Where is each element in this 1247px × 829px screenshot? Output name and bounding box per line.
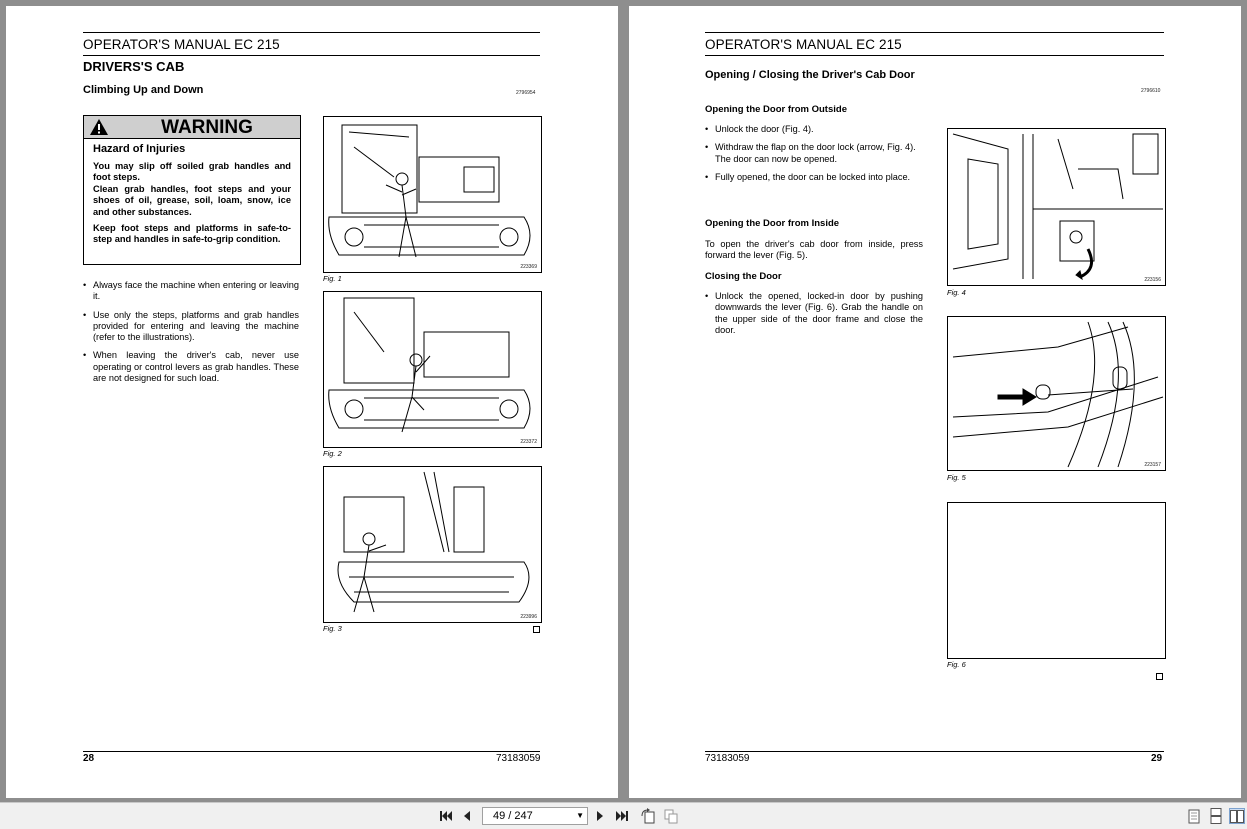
subsection-title: Climbing Up and Down xyxy=(83,84,204,96)
last-page-icon xyxy=(616,811,628,821)
subsection-title: Opening the Door from Outside xyxy=(705,104,847,115)
page-number: 29 xyxy=(1151,753,1163,764)
figure-4: 223156 xyxy=(947,128,1166,286)
next-page-button[interactable] xyxy=(592,808,608,824)
header-rule xyxy=(83,32,540,33)
doc-number: 73183059 xyxy=(496,753,541,764)
copy-icon xyxy=(664,809,678,824)
figure-6 xyxy=(947,502,1166,659)
warning-paragraph: Keep foot steps and platforms in safe-to… xyxy=(93,223,291,245)
first-page-icon xyxy=(440,811,452,821)
page-number: 28 xyxy=(83,753,95,764)
warning-paragraph: You may slip off soiled grab handles and… xyxy=(93,161,291,217)
figure-caption: Fig. 1 xyxy=(323,274,342,283)
footer-rule xyxy=(705,751,1164,752)
facing-pages-icon xyxy=(1230,809,1244,823)
figure-5: 223157 xyxy=(947,316,1166,471)
figure-number: 223157 xyxy=(1144,462,1161,468)
figure-number: 223156 xyxy=(1144,277,1161,283)
door-lock-outside-illustration xyxy=(952,133,1163,281)
single-page-view-button[interactable] xyxy=(1186,808,1202,824)
list-item: Use only the steps, platforms and grab h… xyxy=(83,310,299,344)
subsection-title: Opening the Door from Inside xyxy=(705,218,840,229)
excavator-climb-illustration xyxy=(328,124,531,258)
list-item: Fully opened, the door can be locked int… xyxy=(705,172,923,184)
viewer-toolbar: 49 / 247 ▼ xyxy=(0,802,1247,829)
figure-1: 223369 xyxy=(323,116,542,273)
prev-page-button[interactable] xyxy=(459,808,475,824)
doc-ref: 2796954 xyxy=(516,90,536,96)
page-number-field[interactable]: 49 / 247 ▼ xyxy=(482,807,588,825)
first-page-button[interactable] xyxy=(438,808,454,824)
figure-number: 223996 xyxy=(520,614,537,620)
figure-number: 223369 xyxy=(520,264,537,270)
next-page-icon xyxy=(597,811,603,821)
rotate-icon xyxy=(641,808,655,824)
doc-number: 73183059 xyxy=(705,753,750,764)
chevron-down-icon[interactable]: ▼ xyxy=(576,811,584,820)
excavator-rear-illustration xyxy=(337,471,530,613)
single-page-icon xyxy=(1188,809,1200,823)
manual-header: OPERATOR'S MANUAL EC 215 xyxy=(83,37,280,52)
warning-header: WARNING xyxy=(84,116,300,139)
page-29: OPERATOR'S MANUAL EC 215 Opening / Closi… xyxy=(629,6,1241,798)
climbing-bullets: Always face the machine when entering or… xyxy=(83,280,299,391)
rotate-button[interactable] xyxy=(640,808,656,824)
list-item: Withdraw the flap on the door lock (arro… xyxy=(705,142,923,165)
figure-number: 223372 xyxy=(520,439,537,445)
door-lever-inside-illustration xyxy=(952,321,1164,468)
inside-paragraph: To open the driver's cab door from insid… xyxy=(705,239,923,261)
prev-page-icon xyxy=(464,811,470,821)
figure-caption: Fig. 6 xyxy=(947,660,966,669)
page-indicator: 49 / 247 xyxy=(493,810,533,822)
warning-box: WARNING Hazard of Injuries You may slip … xyxy=(83,115,301,265)
header-rule xyxy=(705,32,1164,33)
doc-ref: 2796610 xyxy=(1141,88,1161,94)
copy-button[interactable] xyxy=(663,808,679,824)
list-item: When leaving the driver's cab, never use… xyxy=(83,350,299,384)
continuous-page-icon xyxy=(1210,808,1222,824)
header-rule-bottom xyxy=(83,55,540,56)
section-title: Opening / Closing the Driver's Cab Door xyxy=(705,69,915,81)
list-item: Always face the machine when entering or… xyxy=(83,280,299,303)
continuous-view-button[interactable] xyxy=(1208,808,1224,824)
figure-caption: Fig. 2 xyxy=(323,449,342,458)
section-title: DRIVERS'S CAB xyxy=(83,59,185,74)
page-28: OPERATOR'S MANUAL EC 215 DRIVERS'S CAB C… xyxy=(6,6,618,798)
figure-3: 223996 xyxy=(323,466,542,623)
closing-bullets: Unlock the opened, locked-in door by pus… xyxy=(705,291,923,343)
figure-caption: Fig. 3 xyxy=(323,624,342,633)
outside-bullets: Unlock the door (Fig. 4). Withdraw the f… xyxy=(705,124,923,190)
footer-rule xyxy=(83,751,540,752)
excavator-step-illustration xyxy=(328,297,531,433)
list-item: Unlock the door (Fig. 4). xyxy=(705,124,923,136)
subsection-title: Closing the Door xyxy=(705,271,782,282)
header-rule-bottom xyxy=(705,55,1164,56)
document-viewer: OPERATOR'S MANUAL EC 215 DRIVERS'S CAB C… xyxy=(0,0,1247,802)
figure-2: 223372 xyxy=(323,291,542,448)
facing-pages-view-button[interactable] xyxy=(1229,808,1245,824)
hazard-title: Hazard of Injuries xyxy=(93,143,186,155)
warning-triangle-icon xyxy=(90,119,108,135)
end-of-section-mark xyxy=(533,626,540,633)
figure-caption: Fig. 4 xyxy=(947,288,966,297)
figure-caption: Fig. 5 xyxy=(947,473,966,482)
list-item: Unlock the opened, locked-in door by pus… xyxy=(705,291,923,336)
end-of-section-mark xyxy=(1156,673,1163,680)
last-page-button[interactable] xyxy=(614,808,630,824)
warning-title: WARNING xyxy=(161,117,253,138)
manual-header: OPERATOR'S MANUAL EC 215 xyxy=(705,37,902,52)
